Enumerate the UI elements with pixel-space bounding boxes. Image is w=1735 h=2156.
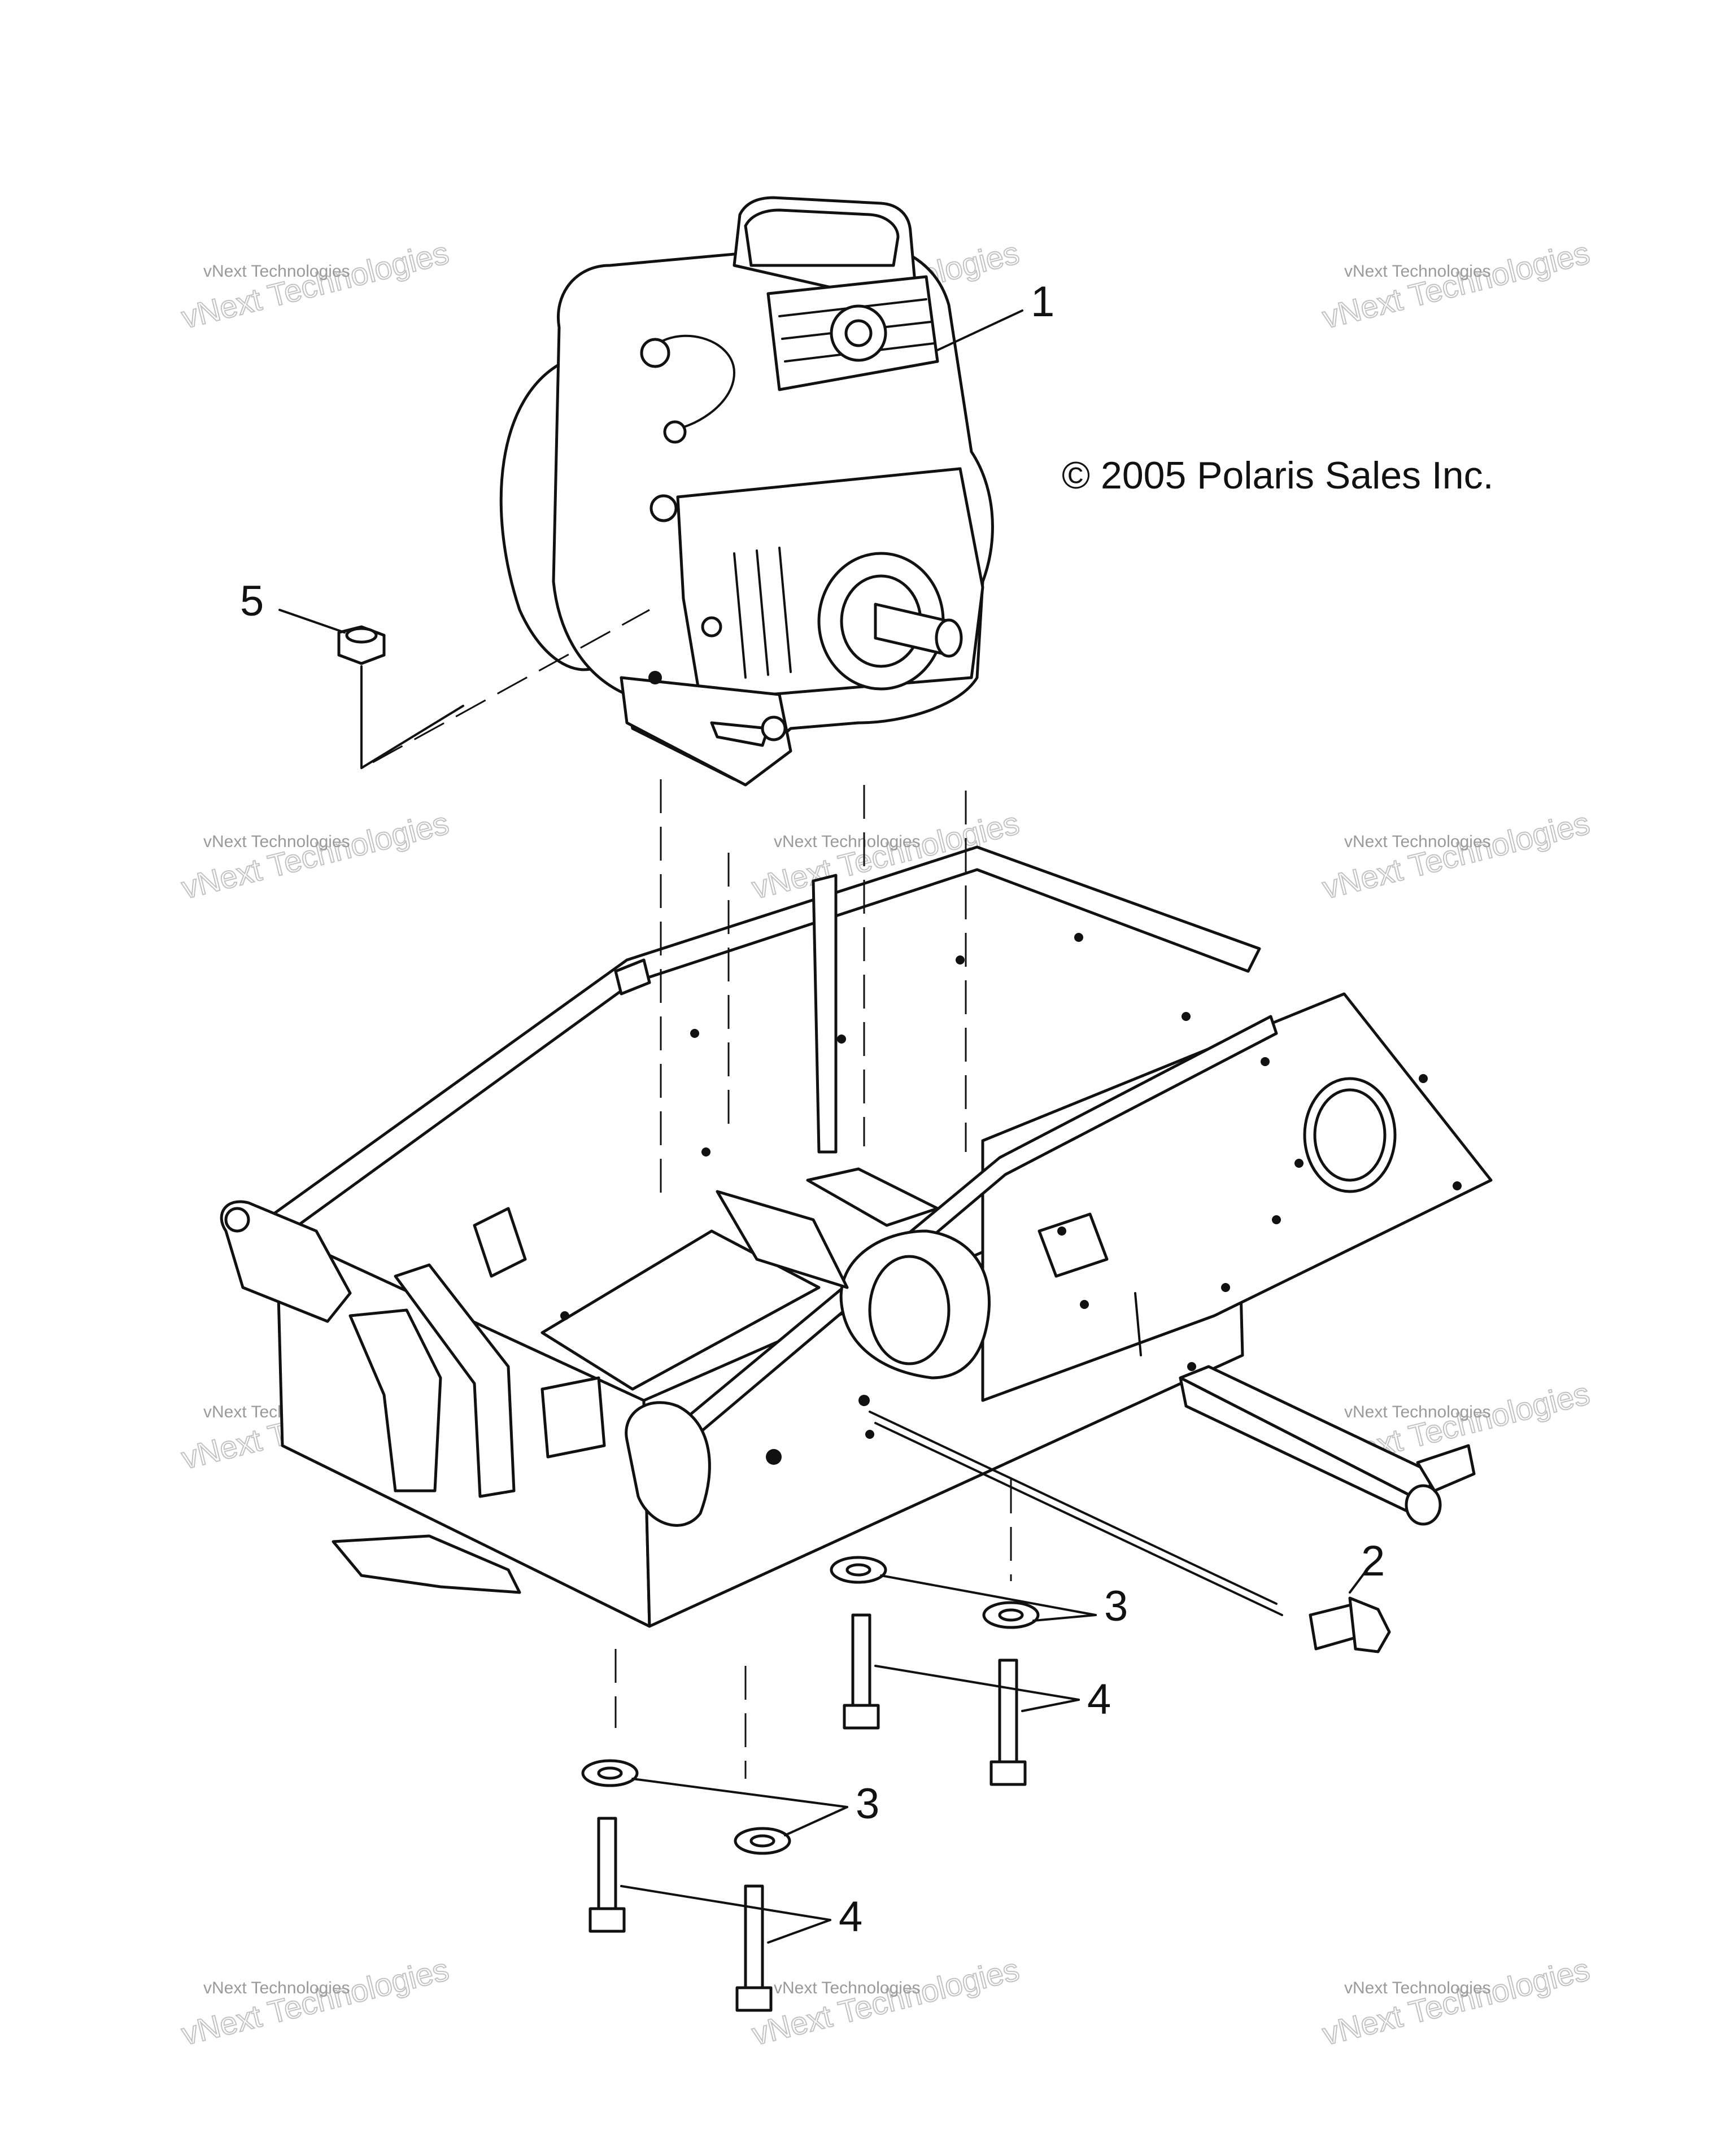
watermark-large: vNext Technologies bbox=[178, 805, 452, 905]
copyright-notice: © 2005 Polaris Sales Inc. bbox=[1062, 454, 1494, 497]
watermark-large: vNext Technologies bbox=[178, 234, 452, 335]
callout-labels: 1 2 3 3 4 4 5 bbox=[240, 278, 1385, 1941]
callout-5: 5 bbox=[240, 577, 264, 625]
callout-3-upper: 3 bbox=[1104, 1582, 1128, 1630]
watermark-small: vNext Technologies bbox=[1344, 832, 1491, 851]
watermark-small: vNext Technologies bbox=[1344, 1403, 1491, 1421]
callout-1: 1 bbox=[1031, 278, 1054, 326]
watermark-small: vNext Technologies bbox=[774, 832, 921, 851]
callout-2: 2 bbox=[1361, 1537, 1385, 1585]
leader-lines bbox=[278, 309, 1368, 1944]
watermark-large: vNext Technologies bbox=[178, 1951, 452, 2052]
callout-4-lower: 4 bbox=[839, 1893, 862, 1941]
watermark-small: vNext Technologies bbox=[203, 262, 350, 281]
watermark-small: vNext Technologies bbox=[774, 1979, 921, 1997]
assembly-guide-lines bbox=[372, 609, 1283, 1779]
watermark-large: vNext Technologies bbox=[1319, 234, 1593, 335]
watermark-large: vNext Technologies bbox=[1319, 805, 1593, 905]
watermark-large: vNext Technologies bbox=[748, 1951, 1022, 2052]
hardware-drawing bbox=[337, 625, 1391, 2012]
engine-drawing bbox=[499, 196, 994, 787]
frame-drawing bbox=[220, 845, 1493, 1628]
watermark-small: vNext Technologies bbox=[203, 1979, 350, 1997]
watermark-small: vNext Technologies bbox=[203, 832, 350, 851]
callout-3-lower: 3 bbox=[856, 1780, 879, 1828]
watermark-small: vNext Technologies bbox=[1344, 262, 1491, 281]
callout-4-upper: 4 bbox=[1087, 1675, 1111, 1723]
watermark-small: vNext Technologies bbox=[1344, 1979, 1491, 1997]
watermark-large: vNext Technologies bbox=[1319, 1951, 1593, 2052]
